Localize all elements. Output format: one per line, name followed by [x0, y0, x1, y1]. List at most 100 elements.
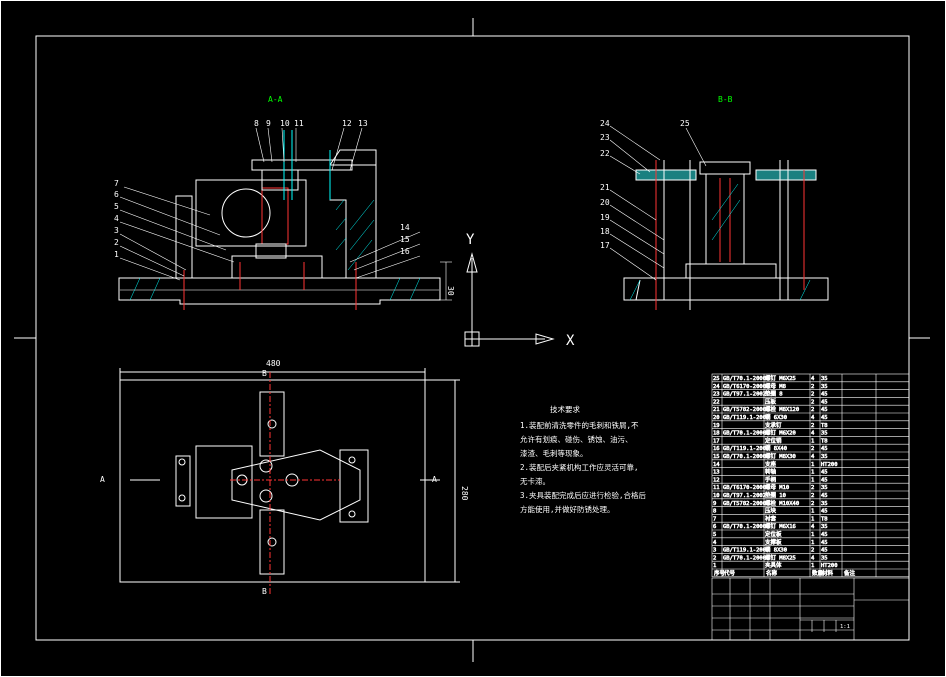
bom-cell: 支承钉: [765, 421, 782, 429]
bom-cell: HT200: [821, 462, 838, 468]
bom-cell: 螺栓 M10X40: [765, 499, 799, 507]
bom-cell: 35: [821, 485, 828, 491]
bom-cell: 35: [821, 454, 828, 460]
callout-bb-left: 22: [600, 149, 610, 158]
notes-line: 漆渣、毛刺等现象。: [520, 448, 588, 458]
bom-cell: 手柄: [765, 475, 777, 483]
bom-cell: 转轴: [765, 468, 777, 476]
bom-cell: 2: [811, 446, 814, 452]
bom-cell: 2: [811, 493, 814, 499]
bom-cell: 5: [713, 532, 716, 538]
bom-cell: 2: [811, 548, 814, 554]
bom-cell: GB/T97.1-2002: [723, 493, 766, 499]
bom-cell: 垫圈 8: [765, 390, 783, 398]
bom-cell: 1: [811, 540, 814, 546]
bom-cell: 45: [821, 407, 828, 413]
bom-cell: 2: [811, 407, 814, 413]
bom-cell: GB/T119.1-2000: [723, 415, 769, 421]
bom-cell: 支撑板: [765, 538, 782, 546]
callout-aa-left: 1: [114, 250, 119, 259]
bom-cell: 15: [713, 454, 720, 460]
section-aa-view: [118, 130, 441, 310]
bom-cell: 19: [713, 423, 720, 429]
bom-header-cell: 名称: [766, 569, 778, 577]
callout-bb-left: 24: [600, 119, 610, 128]
notes-line: 无卡滞。: [520, 476, 550, 486]
bom-cell: 23: [713, 392, 720, 398]
bom-cell: 8: [713, 509, 716, 515]
bom-cell: 45: [821, 477, 828, 483]
bom-cell: 1: [811, 438, 814, 444]
callout-aa-top: 8: [254, 119, 259, 128]
centering-marks: [14, 18, 930, 662]
bom-cell: 螺钉 M6X20: [765, 429, 796, 437]
bom-cell: 2: [811, 384, 814, 390]
bom-cell: GB/T5782-2000: [723, 501, 766, 507]
notes-title: 技术要求: [550, 404, 580, 414]
bom-cell: 4: [811, 415, 815, 421]
bom-cell: 14: [713, 462, 720, 468]
bom-cell: 1: [811, 462, 814, 468]
bom-cell: GB/T6170-2000: [723, 384, 766, 390]
ucs-x-label: X: [566, 333, 575, 349]
bom-cell: 45: [821, 446, 828, 452]
plan-arrow-left: A: [100, 475, 105, 484]
technical-notes: 技术要求 1.装配前清洗零件的毛刺和铁屑,不允许有划痕、碰伤、锈蚀、油污、漆渣、毛…: [520, 404, 647, 514]
bom-cell: 2: [713, 555, 716, 561]
bom-cell: GB/T6170-2000: [723, 485, 766, 491]
bom-cell: 45: [821, 392, 828, 398]
bom-cell: 2: [811, 392, 814, 398]
bom-cell: 1: [811, 477, 814, 483]
callout-aa-right: 15: [400, 235, 410, 244]
callout-aa-left: 2: [114, 238, 119, 247]
bom-cell: 2: [811, 501, 814, 507]
callout-aa-top: 12: [342, 119, 352, 128]
bom-cell: 16: [713, 446, 720, 452]
plan-width-dimension: 480: [266, 359, 281, 368]
callout-bb-left: 18: [600, 227, 610, 236]
bom-cell: 35: [821, 431, 828, 437]
bom-cell: 压块: [765, 507, 777, 515]
bom-cell: 24: [713, 384, 720, 390]
bom-cell: 6: [713, 524, 716, 530]
callout-aa-left: 5: [114, 202, 119, 211]
bom-header-cell: 备注: [844, 569, 856, 577]
bom-cell: 衬套: [765, 514, 777, 522]
bom-cell: 1: [811, 516, 814, 522]
bom-cell: 4: [811, 454, 815, 460]
bom-cell: 13: [713, 470, 720, 476]
title-block: [711, 577, 910, 641]
section-bb-hatch: [629, 183, 811, 301]
bom-cell: HT200: [821, 563, 838, 569]
plan-arrow-top: B: [262, 369, 267, 378]
bom-header-cell: 代号: [724, 569, 736, 577]
bom-cell: 2: [811, 485, 814, 491]
bom-cell: 销 8X40: [765, 444, 787, 452]
notes-line: 1.装配前清洗零件的毛刺和铁屑,不: [520, 420, 639, 430]
title-block-scale: 1:1: [840, 624, 850, 630]
notes-line: 2.装配后夹紧机构工作应灵活可靠,: [520, 462, 639, 472]
bom-cell: 1: [713, 563, 716, 569]
height-dimension: 30: [446, 286, 455, 296]
bom-cell: GB/T70.1-2000: [723, 555, 766, 561]
bom-cell: 45: [821, 509, 828, 515]
section-bb-view: [623, 160, 829, 310]
bom-cell: 定位板: [765, 530, 782, 538]
section-aa-dims: [440, 261, 452, 301]
bom-cell: 45: [821, 532, 828, 538]
bom-cell: 7: [713, 516, 716, 522]
notes-line: 方能使用,并做好防锈处理。: [520, 504, 615, 514]
bom-cell: GB/T97.1-2002: [723, 392, 766, 398]
bom-cell: 2: [811, 423, 814, 429]
bom-cell: 4: [713, 540, 717, 546]
callout-aa-top: 13: [358, 119, 368, 128]
section-bb-leaders: [609, 125, 707, 281]
ucs-y-label: Y: [466, 232, 475, 248]
bom-cell: 压板: [765, 397, 777, 405]
bom-cell: 4: [811, 376, 815, 382]
notes-line: 允许有划痕、碰伤、锈蚀、油污、: [520, 434, 633, 444]
bom-header-cell: 数量: [812, 569, 824, 577]
callout-aa-top: 9: [266, 119, 271, 128]
bom-cell: 35: [821, 384, 828, 390]
